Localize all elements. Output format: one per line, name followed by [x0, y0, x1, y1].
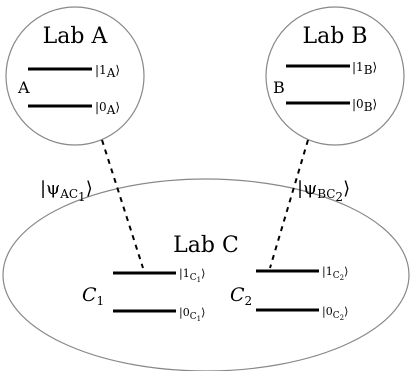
lab-a-boundary: [5, 6, 145, 146]
link-bc2: [269, 139, 309, 269]
lab-c-title: Lab C: [173, 233, 239, 258]
ket-0b: |0B⟩: [352, 97, 377, 114]
ket-1c2: |1C2⟩: [322, 265, 348, 282]
psi-ac1-label: |ψAC1⟩: [40, 178, 93, 204]
lab-b-title: Lab B: [303, 24, 368, 49]
c1-label: C1: [82, 284, 104, 308]
ket-0c2: |0C2⟩: [322, 305, 348, 322]
ket-1b: |1B⟩: [352, 60, 377, 77]
ket-1a: |1A⟩: [95, 63, 120, 80]
psi-bc2-label: |ψBC2⟩: [297, 178, 350, 204]
node-a-label: A: [17, 78, 30, 97]
ket-0c1: |0C1⟩: [179, 306, 205, 323]
node-b-label: B: [273, 78, 285, 97]
lab-b-boundary: [265, 6, 405, 146]
c2-label: C2: [230, 284, 252, 308]
ket-1c1: |1C1⟩: [179, 267, 205, 284]
link-ac1: [101, 139, 144, 269]
lab-a-title: Lab A: [43, 24, 109, 49]
ket-0a: |0A⟩: [95, 100, 120, 117]
lab-c-boundary: [2, 178, 410, 371]
